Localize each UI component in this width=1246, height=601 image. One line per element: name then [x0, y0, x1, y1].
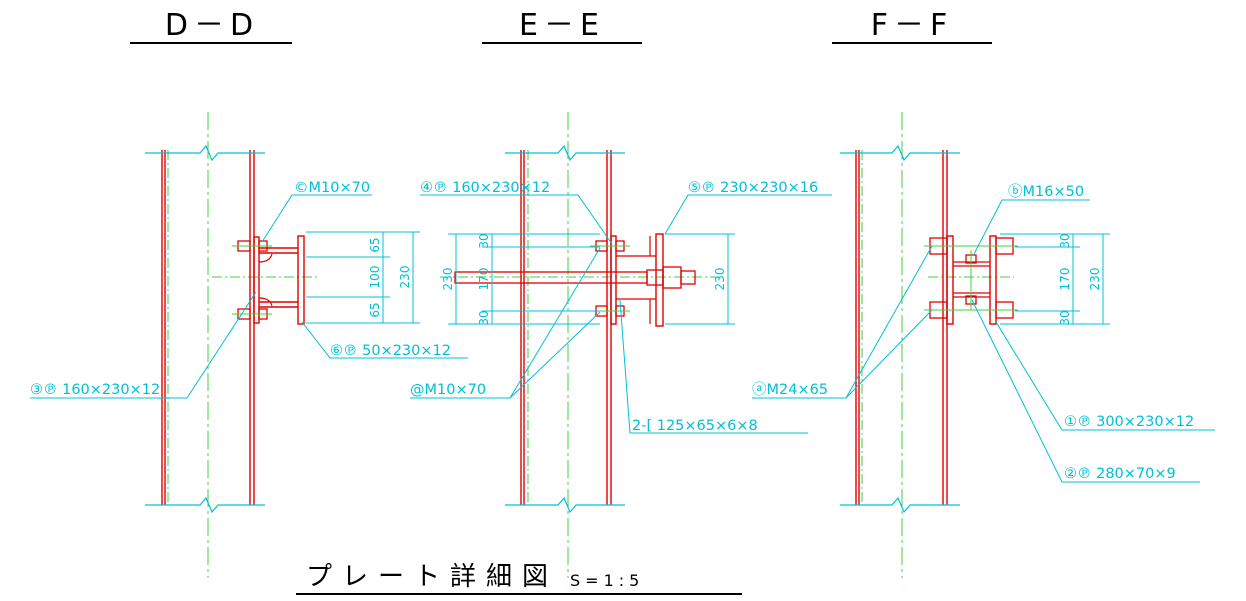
ff-break-line-bottom — [840, 496, 960, 514]
dd-dimension-lines — [306, 231, 420, 324]
ee-dim-lower: 30 — [477, 310, 491, 325]
ee-callout-plate5: ⑤℗ 230×230×16 — [688, 180, 818, 196]
dd-callout-bolt: ©M10×70 — [294, 180, 370, 196]
section-dd: 65 100 65 230 ©M10×70 ⑥℗ 50×230×12 ③℗ 16… — [30, 112, 468, 578]
ff-dim-lower: 30 — [1058, 310, 1072, 325]
dd-break-line-top — [145, 144, 265, 162]
ff-dim-middle: 170 — [1058, 268, 1072, 291]
ff-dim-upper: 30 — [1058, 233, 1072, 248]
drawing-scale: S=1:5 — [570, 571, 644, 590]
section-title-dd-text: D－D — [165, 8, 259, 43]
dd-dim-total: 230 — [398, 266, 412, 289]
dd-callout-plate6: ⑥℗ 50×230×12 — [330, 343, 451, 359]
ff-leader-bolt-a-1 — [752, 245, 933, 399]
ff-break-line-top — [840, 144, 960, 162]
ee-dim-left-total: 230 — [441, 268, 455, 291]
ee-leader-bolt-1 — [410, 247, 601, 399]
dd-end-plate — [297, 235, 305, 325]
dd-base-plate — [253, 236, 260, 324]
dd-bolt-lower — [232, 308, 272, 320]
ee-rod-end — [680, 270, 696, 285]
ff-callout-plate2: ②℗ 280×70×9 — [1064, 466, 1176, 482]
section-ff: 30 170 30 230 ⓑM16×50 ⓐM24×65 ①℗ 300×230… — [752, 112, 1215, 578]
ee-leader-plate5 — [664, 194, 832, 235]
dd-dim-upper: 65 — [368, 237, 382, 252]
ff-plate-1 — [946, 235, 954, 325]
ff-plate-1-outer — [989, 235, 997, 325]
ff-leader-plate2 — [971, 299, 1200, 483]
ee-dim-right-total: 230 — [713, 268, 727, 291]
ee-leader-channel — [619, 299, 808, 434]
dd-dim-middle: 100 — [368, 266, 382, 289]
section-title-ff-text: F－F — [871, 8, 954, 43]
ff-leader-bolt-b — [972, 199, 1090, 257]
dd-bolt-upper — [232, 240, 272, 252]
dd-callout-plate3: ③℗ 160×230×12 — [30, 382, 160, 398]
ff-dim-total: 230 — [1088, 268, 1102, 291]
ff-dimension-lines — [1000, 233, 1110, 325]
dd-break-line-bottom — [145, 496, 265, 514]
dd-dim-lower: 65 — [368, 302, 382, 317]
dd-channel-fillets — [258, 253, 273, 307]
ee-break-line-bottom — [505, 496, 625, 514]
drawing-title-text: プレート詳細図 — [306, 562, 558, 592]
section-title-dd: D－D — [130, 8, 292, 44]
section-title-ee: E－E — [482, 8, 642, 44]
ff-callout-bolt-a: ⓐM24×65 — [752, 381, 828, 398]
dd-channel-flanges — [259, 247, 298, 308]
dd-leader-plate6 — [301, 321, 468, 359]
ee-plate-4 — [610, 235, 617, 325]
ee-callout-plate4: ④℗ 160×230×12 — [420, 180, 550, 196]
ff-callout-bolt-b: ⓑM16×50 — [1008, 183, 1084, 200]
dd-leader-bolt — [261, 194, 372, 243]
ee-dim-middle: 170 — [477, 268, 491, 291]
ee-leader-plate4 — [420, 194, 613, 245]
ff-callout-plate1: ①℗ 300×230×12 — [1064, 414, 1194, 430]
ff-bolt-a-upper — [924, 237, 1018, 255]
ff-leader-plate1 — [995, 321, 1215, 431]
section-title-ff: F－F — [832, 8, 992, 44]
section-title-ee-text: E－E — [519, 8, 605, 43]
ee-callout-channel: 2-[ 125×65×6×8 — [632, 418, 758, 434]
ee-dimension-lines — [448, 233, 735, 325]
ee-callout-bolt: @M10×70 — [410, 382, 486, 398]
section-ee: 230 30 170 30 230 ④℗ 160×230×12 ⑤℗ 230×2… — [410, 112, 832, 578]
ee-plate-5 — [655, 233, 664, 327]
ee-leader-bolt-2 — [509, 311, 601, 399]
ee-break-line-top — [505, 144, 625, 162]
ee-bolt-upper — [590, 240, 630, 252]
ff-bolt-b — [965, 250, 977, 310]
drawing-title: プレート詳細図 S=1:5 — [296, 562, 742, 595]
ee-channel-webs — [616, 236, 656, 324]
ee-dim-upper: 30 — [477, 233, 491, 248]
ff-leader-bolt-a-2 — [845, 309, 933, 399]
dd-leader-plate3 — [30, 291, 257, 399]
